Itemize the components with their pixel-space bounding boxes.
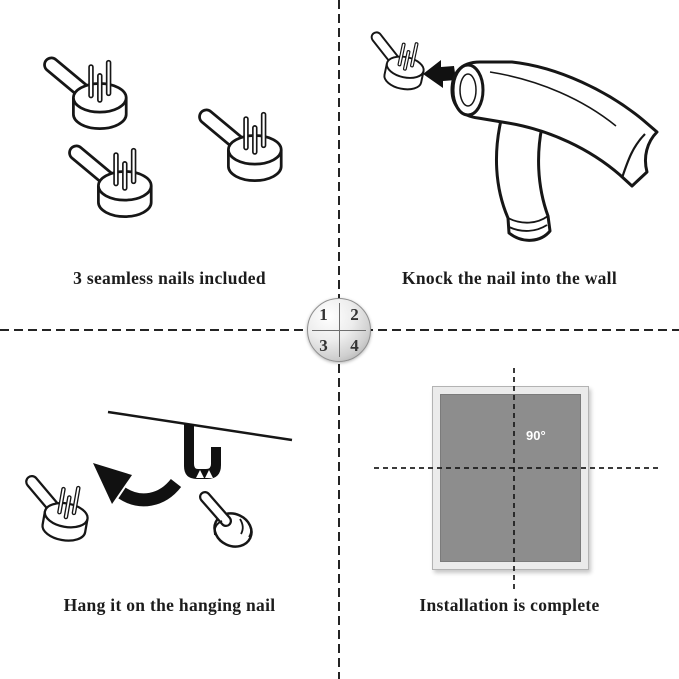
badge-number-2: 2 — [350, 305, 359, 324]
step-2-panel: Knock the nail into the wall — [340, 0, 679, 330]
frame-panel: 90° — [440, 394, 581, 562]
nail-hook-icon — [206, 115, 281, 181]
nails-illustration — [0, 0, 339, 260]
knock-arrow-icon — [423, 60, 456, 88]
nail-hook-icon — [367, 36, 429, 93]
step-3-caption: Hang it on the hanging nail — [63, 595, 276, 615]
nail-hook-icon — [23, 480, 93, 544]
step-3-panel: Hang it on the hanging nail — [0, 331, 339, 679]
badge-number-4: 4 — [350, 336, 359, 355]
step-number-badge: 1 2 3 4 — [307, 298, 371, 362]
sawtooth-hanger-icon — [184, 424, 221, 479]
hammer-illustration — [340, 0, 659, 242]
step-4-caption: Installation is complete — [419, 595, 600, 615]
swing-arrow-icon — [93, 463, 182, 507]
claw-hammer-icon — [450, 60, 659, 242]
alignment-guide-horizontal — [374, 467, 658, 469]
wall-edge-line — [107, 410, 293, 442]
picture-frame: 90° — [432, 386, 589, 570]
badge-number-1: 1 — [319, 305, 328, 324]
pointing-hand-icon — [199, 491, 253, 548]
nail-hook-icon — [51, 63, 126, 129]
step-2-caption: Knock the nail into the wall — [401, 268, 618, 288]
badge-divider-vertical — [339, 303, 340, 357]
badge-number-3: 3 — [319, 336, 328, 355]
step-4-panel: 90° Installation is complete — [340, 331, 679, 679]
step-1-panel: 3 seamless nails included — [0, 0, 339, 330]
step-1-caption: 3 seamless nails included — [73, 268, 266, 288]
nail-hook-icon — [76, 151, 151, 217]
angle-label: 90° — [526, 428, 546, 443]
alignment-guide-vertical — [513, 368, 515, 592]
hanging-illustration — [0, 410, 293, 679]
